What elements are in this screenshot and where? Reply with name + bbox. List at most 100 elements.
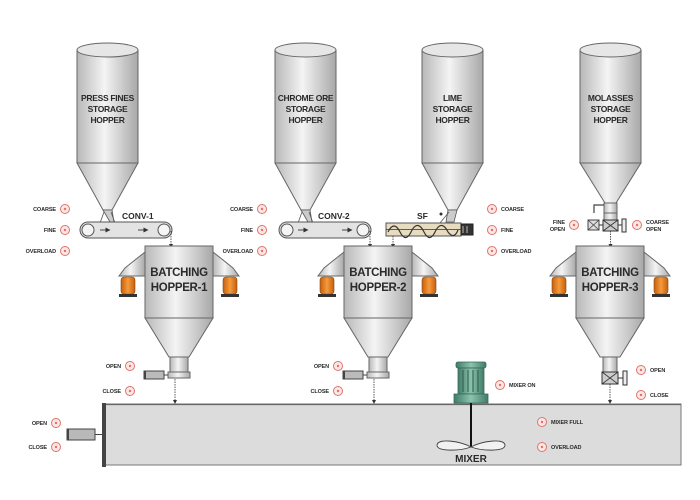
- indicator-label: OVERLOAD: [26, 249, 56, 255]
- conveyor-1: CONV-1: [79, 209, 173, 248]
- sf-indicator-overload: OVERLOAD: [487, 246, 532, 256]
- lamp-dot: [540, 445, 544, 449]
- bh2-open-indicator: OPEN: [314, 361, 343, 371]
- indicator-label: OPEN: [650, 368, 665, 374]
- lamp-dot: [540, 420, 544, 424]
- indicator-label: CLOSE: [311, 389, 330, 395]
- gate-actuator-cap: [343, 371, 345, 379]
- lamp-dot: [54, 445, 58, 449]
- valve-cross: [601, 371, 619, 385]
- indicator-label: OPEN: [32, 421, 47, 427]
- hopper-cone: [575, 317, 645, 358]
- storage-hopper-chrome-ore: CHROME ORE STORAGE HOPPER: [274, 42, 337, 211]
- load-cell: [319, 276, 335, 295]
- mixer-gate-close-indicator: CLOSE: [29, 442, 61, 452]
- gate-actuator: [143, 370, 165, 380]
- batching-hopper-label-line: HOPPER-3: [582, 282, 638, 294]
- outlet-tube: [169, 356, 189, 373]
- lamp-dot: [128, 389, 132, 393]
- batching-hopper-label-line: HOPPER-1: [151, 282, 208, 294]
- load-cell: [551, 276, 567, 295]
- conv2-indicator-fine: FINE: [241, 225, 267, 235]
- indicator-label: COARSE: [33, 207, 56, 213]
- indicator-label: FINE: [501, 228, 514, 234]
- screw-feeder-label: SF: [417, 211, 428, 221]
- lamp-dot: [128, 364, 132, 368]
- storage-hopper-label-line: HOPPER: [90, 115, 124, 125]
- storage-hopper-label-line: HOPPER: [593, 115, 627, 125]
- batching-hopper-label-line: BATCHING: [581, 267, 639, 279]
- lamp-dot: [63, 207, 67, 211]
- screw-feeder: SF: [385, 209, 474, 248]
- indicator-label: MIXER ON: [509, 383, 536, 389]
- gate-actuator: [622, 370, 628, 386]
- batching-hopper-2: BATCHING HOPPER-2: [317, 245, 439, 404]
- indicator-label: MIXER FULL: [551, 420, 584, 426]
- indicator-label: OPEN: [550, 227, 565, 233]
- storage-hopper-label-line: HOPPER: [288, 115, 322, 125]
- hopper-cone: [144, 317, 214, 358]
- indicator-label: COARSE: [646, 220, 669, 226]
- lamp-dot: [63, 228, 67, 232]
- mixer-label: MIXER: [455, 454, 487, 465]
- batching-hoppers: BATCHING HOPPER-1 BATCHING HOPPER-2BATCHING…: [118, 245, 671, 404]
- mixer-full-indicator: MIXER FULL: [537, 417, 584, 427]
- mixer-discharge-actuator: [66, 428, 102, 441]
- sf-indicator-fine: FINE: [487, 225, 514, 235]
- lamp-dot: [572, 223, 576, 227]
- load-cell-base: [318, 294, 336, 297]
- lamp-dot: [490, 228, 494, 232]
- storage-hopper-press-fines: PRESS FINES STORAGE HOPPER: [76, 42, 139, 211]
- batching-hopper-label-line: HOPPER-2: [350, 282, 406, 294]
- lamp-dot: [63, 249, 67, 253]
- load-cell-bracket: [549, 250, 577, 277]
- storage-hopper-label-line: LIME: [443, 93, 463, 103]
- indicator-label: CLOSE: [29, 445, 48, 451]
- gate-actuator: [342, 370, 364, 380]
- lamp-dot: [54, 421, 58, 425]
- conveyor-label: CONV-1: [122, 211, 154, 221]
- storage-hopper-label-line: PRESS FINES: [81, 93, 135, 103]
- lamp-dot: [336, 364, 340, 368]
- hopper-body: [343, 245, 413, 319]
- indicator-label: OPEN: [646, 227, 661, 233]
- load-cell-base: [652, 294, 670, 297]
- bh3-close-indicator: CLOSE: [636, 390, 669, 400]
- conv2-indicator-overload: OVERLOAD: [223, 246, 267, 256]
- lamp-dot: [639, 368, 643, 372]
- hopper-cone: [343, 317, 413, 358]
- mixer-gate-open-indicator: OPEN: [32, 418, 61, 428]
- sf-indicator-coarse: COARSE: [487, 204, 524, 214]
- hopper-body: [575, 245, 645, 319]
- indicator-lamps: COARSE FINE OVERLOAD COARSE FINE OVERLOAD COAR…: [26, 204, 669, 452]
- storage-hopper-lime: LIME STORAGE HOPPER: [421, 42, 484, 211]
- batching-hopper-label-line: BATCHING: [349, 267, 407, 279]
- lamp-dot: [490, 249, 494, 253]
- indicator-label: FINE: [553, 220, 566, 226]
- storage-hopper-label-line: MOLASSES: [588, 93, 634, 103]
- load-cell: [222, 276, 238, 295]
- bh1-close-indicator: CLOSE: [103, 386, 135, 396]
- indicator-label: CLOSE: [650, 393, 669, 399]
- load-cell-base: [119, 294, 137, 297]
- storage-hopper-label-line: HOPPER: [435, 115, 469, 125]
- conv2-indicator-coarse: COARSE: [230, 204, 267, 214]
- storage-hopper-label-line: STORAGE: [88, 104, 128, 114]
- conv1-indicator-fine: FINE: [44, 225, 70, 235]
- lamp-dot: [260, 249, 264, 253]
- indicator-label: OPEN: [106, 364, 121, 370]
- indicator-label: CLOSE: [103, 389, 122, 395]
- lamp-dot: [639, 393, 643, 397]
- mixer-overload-indicator: OVERLOAD: [537, 442, 582, 452]
- load-cell-bracket: [118, 250, 146, 277]
- storage-hopper-label-line: STORAGE: [591, 104, 631, 114]
- indicator-label: FINE: [241, 228, 254, 234]
- lamp-dot: [498, 383, 502, 387]
- load-cell-bracket: [643, 250, 671, 277]
- load-cell-bracket: [317, 250, 345, 277]
- indicator-label: COARSE: [230, 207, 253, 213]
- load-cell-base: [221, 294, 239, 297]
- load-cell-bracket: [411, 250, 439, 277]
- bh1-open-indicator: OPEN: [106, 361, 135, 371]
